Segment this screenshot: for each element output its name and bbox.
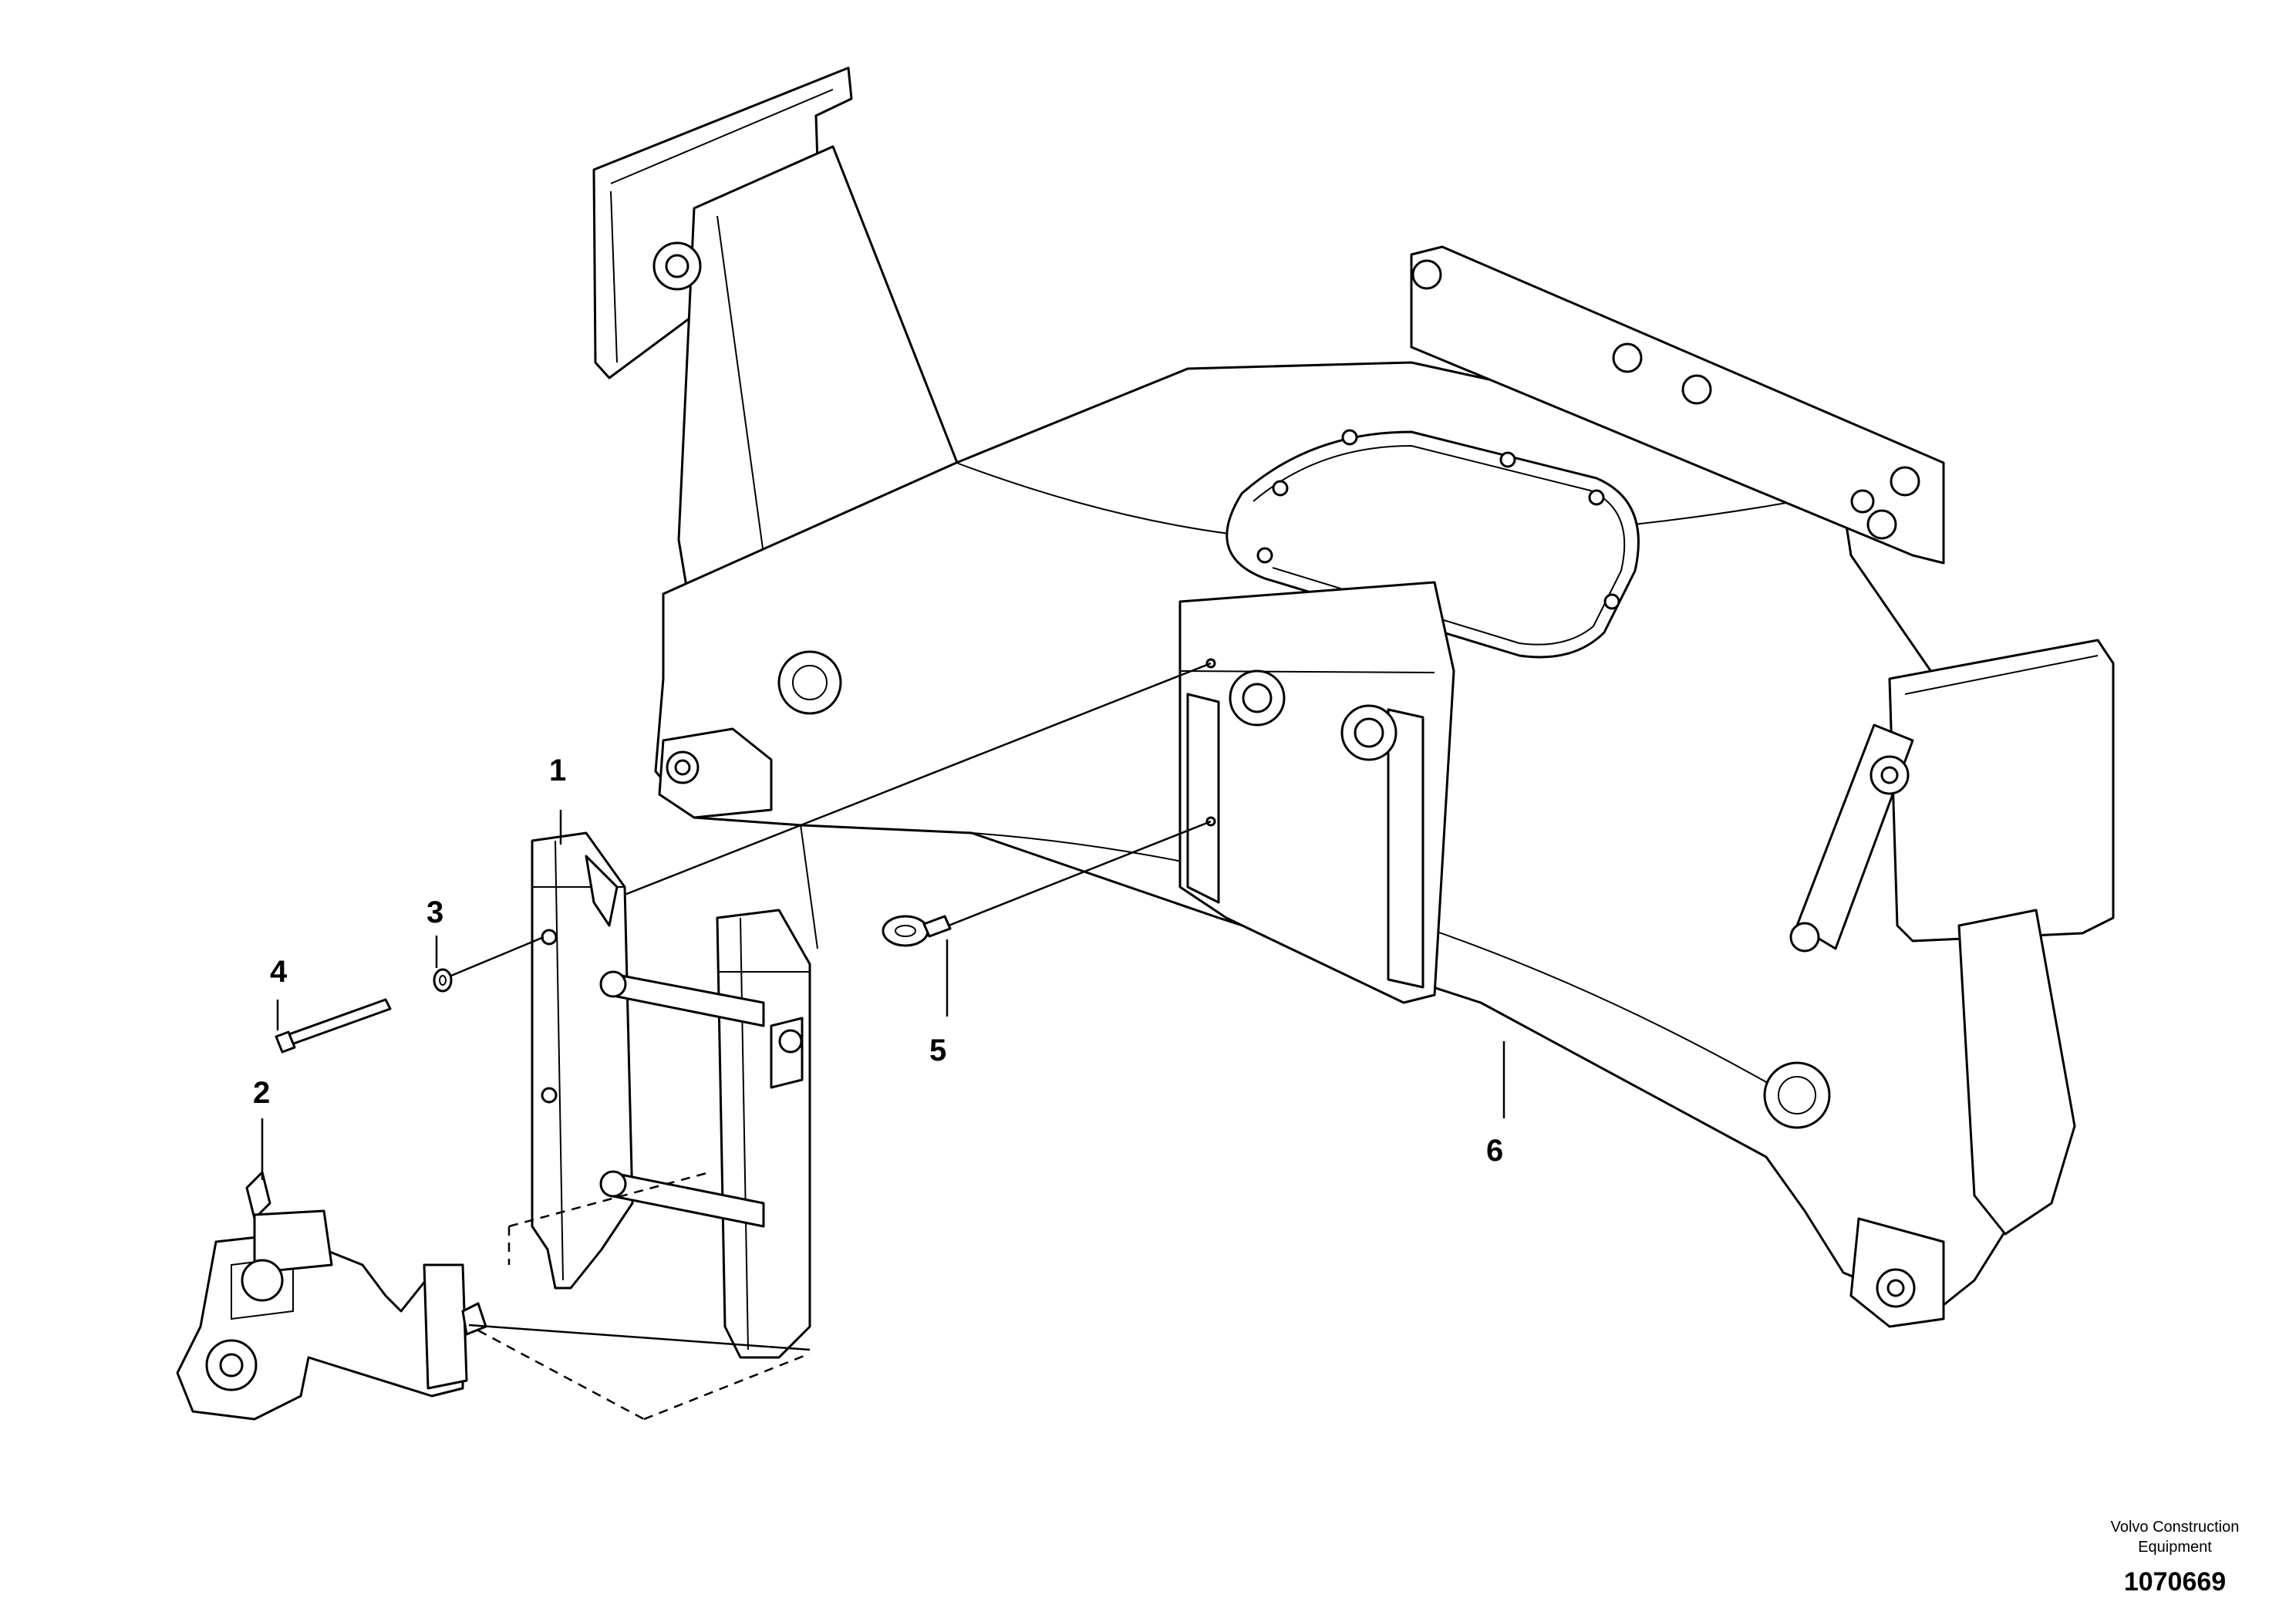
bolt-and-washer [275,968,453,1054]
lifting-eye [882,915,952,947]
credit-line-1: Volvo Construction [2111,1519,2240,1536]
callout-3: 3 [426,895,443,929]
callout-4: 4 [270,955,288,989]
leader-lines [261,662,1505,1421]
callout-5: 5 [929,1034,946,1067]
callout-2: 2 [253,1076,270,1110]
credit-line-2: Equipment [2138,1539,2212,1556]
document-number: 1070669 [2124,1567,2226,1597]
towing-coupling [176,1171,487,1421]
rear-frame [592,66,2115,1328]
callout-6: 6 [1486,1134,1503,1168]
towing-bracket-assembly [531,831,811,1359]
callout-1: 1 [549,754,566,787]
